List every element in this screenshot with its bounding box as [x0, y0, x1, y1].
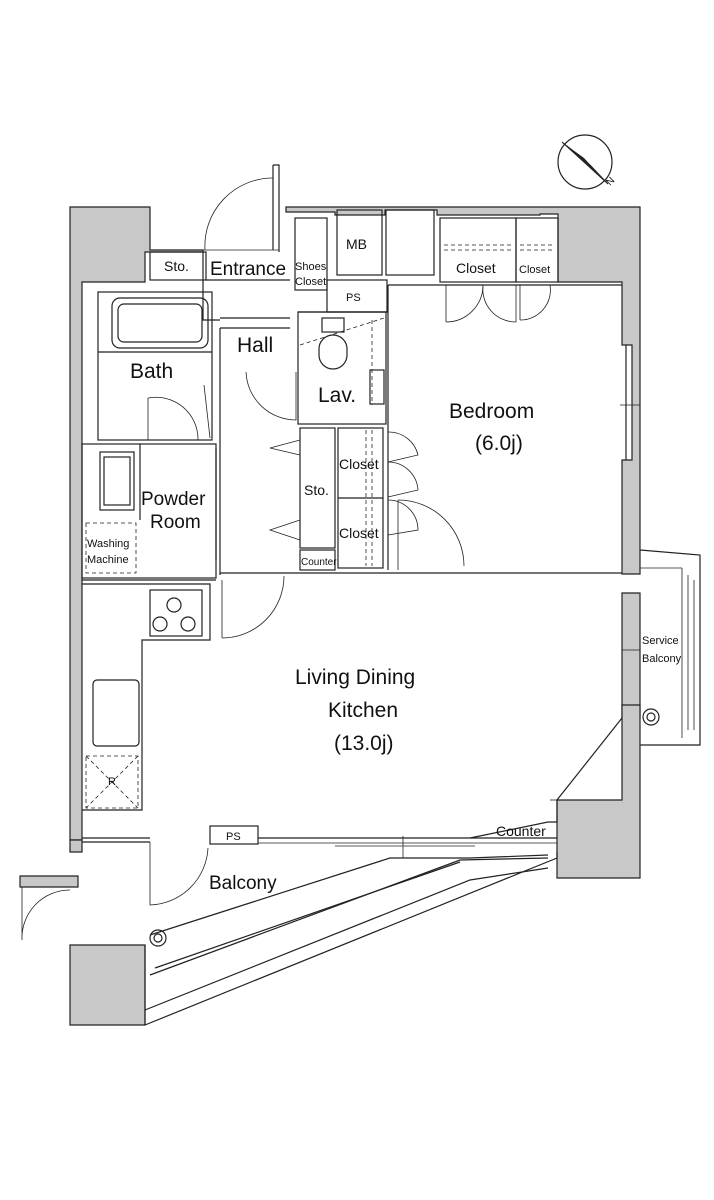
compass-icon: N [557, 134, 617, 190]
shoes-closet-label-1: Shoes [295, 261, 327, 273]
closet-mid-label-2: Closet [339, 525, 379, 541]
interior-lines [21, 164, 701, 1026]
washing-machine-label-2: Machine [87, 554, 129, 566]
bedroom-area-label: (6.0j) [475, 432, 523, 455]
ldk-label-2: Kitchen [328, 699, 398, 722]
walls [19, 206, 641, 1026]
shoes-closet-label-2: Closet [295, 276, 326, 288]
bath-label: Bath [130, 360, 173, 383]
counter-mid-label: Counter [301, 557, 337, 568]
lav-label: Lav. [318, 384, 356, 407]
service-balcony-label-1: Service [642, 635, 679, 647]
mb-label: MB [346, 236, 367, 252]
bedroom-label: Bedroom [449, 400, 534, 423]
washing-machine-label-1: Washing [87, 538, 129, 550]
sto-top-label: Sto. [164, 258, 189, 274]
powder-room-label-1: Powder [141, 489, 206, 510]
closet-mid-label-1: Closet [339, 456, 379, 472]
fridge-label: R [108, 776, 116, 788]
ldk-label-1: Living Dining [295, 666, 415, 689]
ps-bottom-label: PS [226, 831, 241, 843]
balcony-label: Balcony [209, 873, 277, 894]
hall-label: Hall [237, 334, 273, 357]
compass-north-label: N [604, 175, 617, 188]
sto-mid-label: Sto. [304, 482, 329, 498]
powder-room-label-2: Room [150, 512, 201, 533]
ldk-area-label: (13.0j) [334, 732, 394, 755]
closet-top-label-1: Closet [456, 260, 496, 276]
room-labels: Sto. Entrance Shoes Closet MB PS Closet … [87, 236, 682, 894]
counter-bottom-label: Counter [496, 823, 546, 839]
closet-top-label-2: Closet [519, 264, 550, 276]
ps-top-label: PS [346, 292, 361, 304]
entrance-label: Entrance [210, 259, 286, 280]
service-balcony-label-2: Balcony [642, 653, 682, 665]
